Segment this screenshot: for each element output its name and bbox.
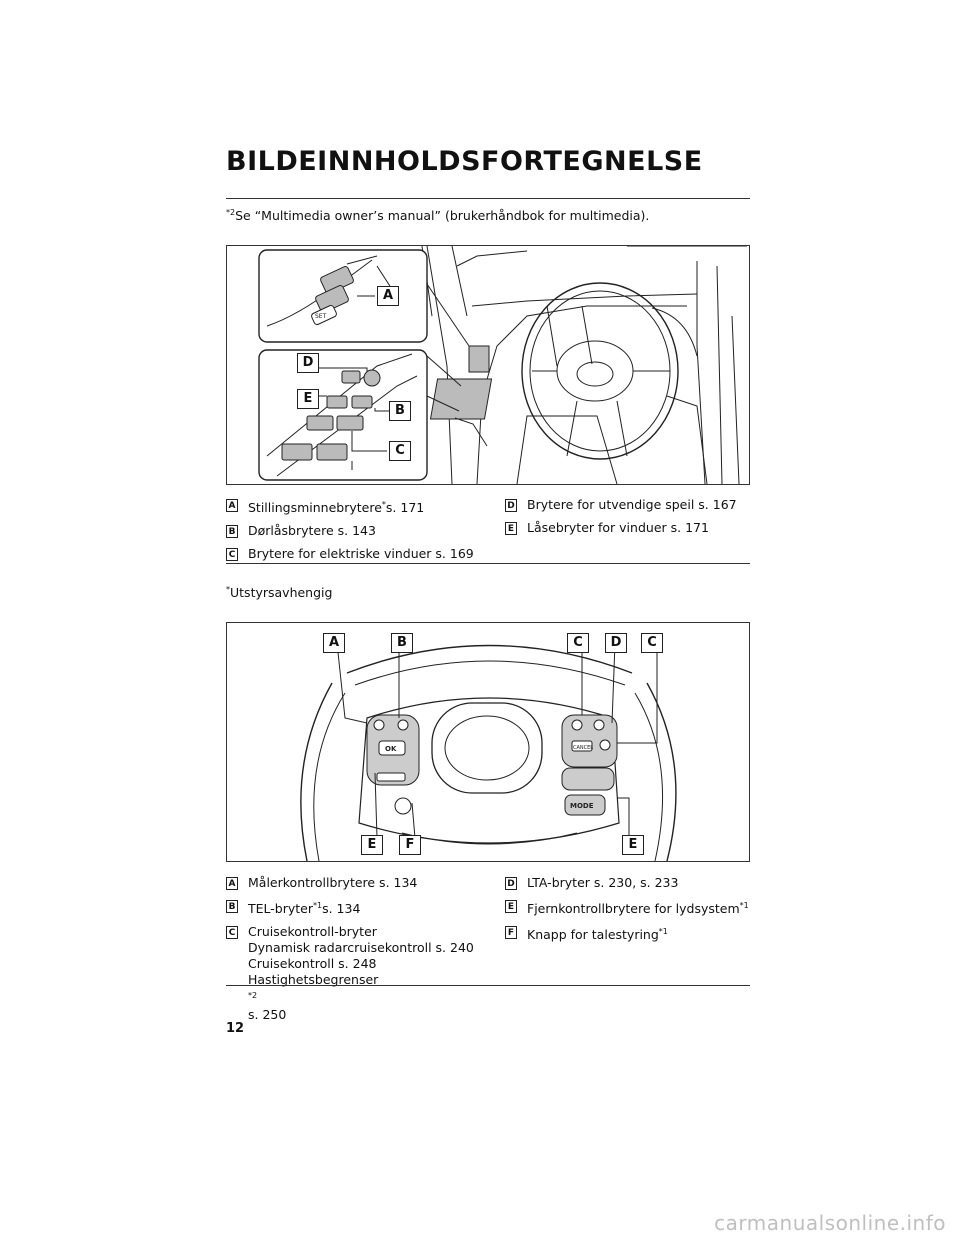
- svg-text:SET: SET: [315, 313, 327, 320]
- callout-c: C: [567, 633, 589, 653]
- callout-d: D: [605, 633, 627, 653]
- svg-text:OK: OK: [385, 745, 397, 753]
- callout-b: B: [389, 401, 411, 421]
- callout-c: C: [389, 441, 411, 461]
- legend-1-rule: [226, 563, 750, 564]
- door-switches-illustration: SET A D E B C: [226, 245, 750, 485]
- legend-item: C Cruisekontroll-bryter Dynamisk radarcr…: [226, 924, 501, 1023]
- callout-b: B: [391, 633, 413, 653]
- callout-e: E: [361, 835, 383, 855]
- title-rule: [226, 198, 750, 199]
- callout-a: A: [323, 633, 345, 653]
- svg-text:CANCEL: CANCEL: [573, 745, 593, 751]
- svg-text:MODE: MODE: [570, 802, 594, 810]
- multimedia-footnote: *2Se “Multimedia owner’s manual” (bruker…: [226, 208, 650, 224]
- equipment-footnote: *Utstyrsavhengig: [226, 585, 333, 601]
- callout-e: E: [622, 835, 644, 855]
- watermark: carmanualsonline.info: [714, 1211, 946, 1235]
- steering-wheel-illustration: OK CANCEL MODE A B C D C E F E: [226, 622, 750, 862]
- page-number: 12: [226, 1021, 245, 1036]
- callout-d: D: [297, 353, 319, 373]
- legend-2-rule: [226, 985, 750, 986]
- callout-a: A: [377, 286, 399, 306]
- callout-c: C: [641, 633, 663, 653]
- callout-e: E: [297, 389, 319, 409]
- page-title: BILDEINNHOLDSFORTEGNELSE: [226, 146, 703, 177]
- callout-f: F: [399, 835, 421, 855]
